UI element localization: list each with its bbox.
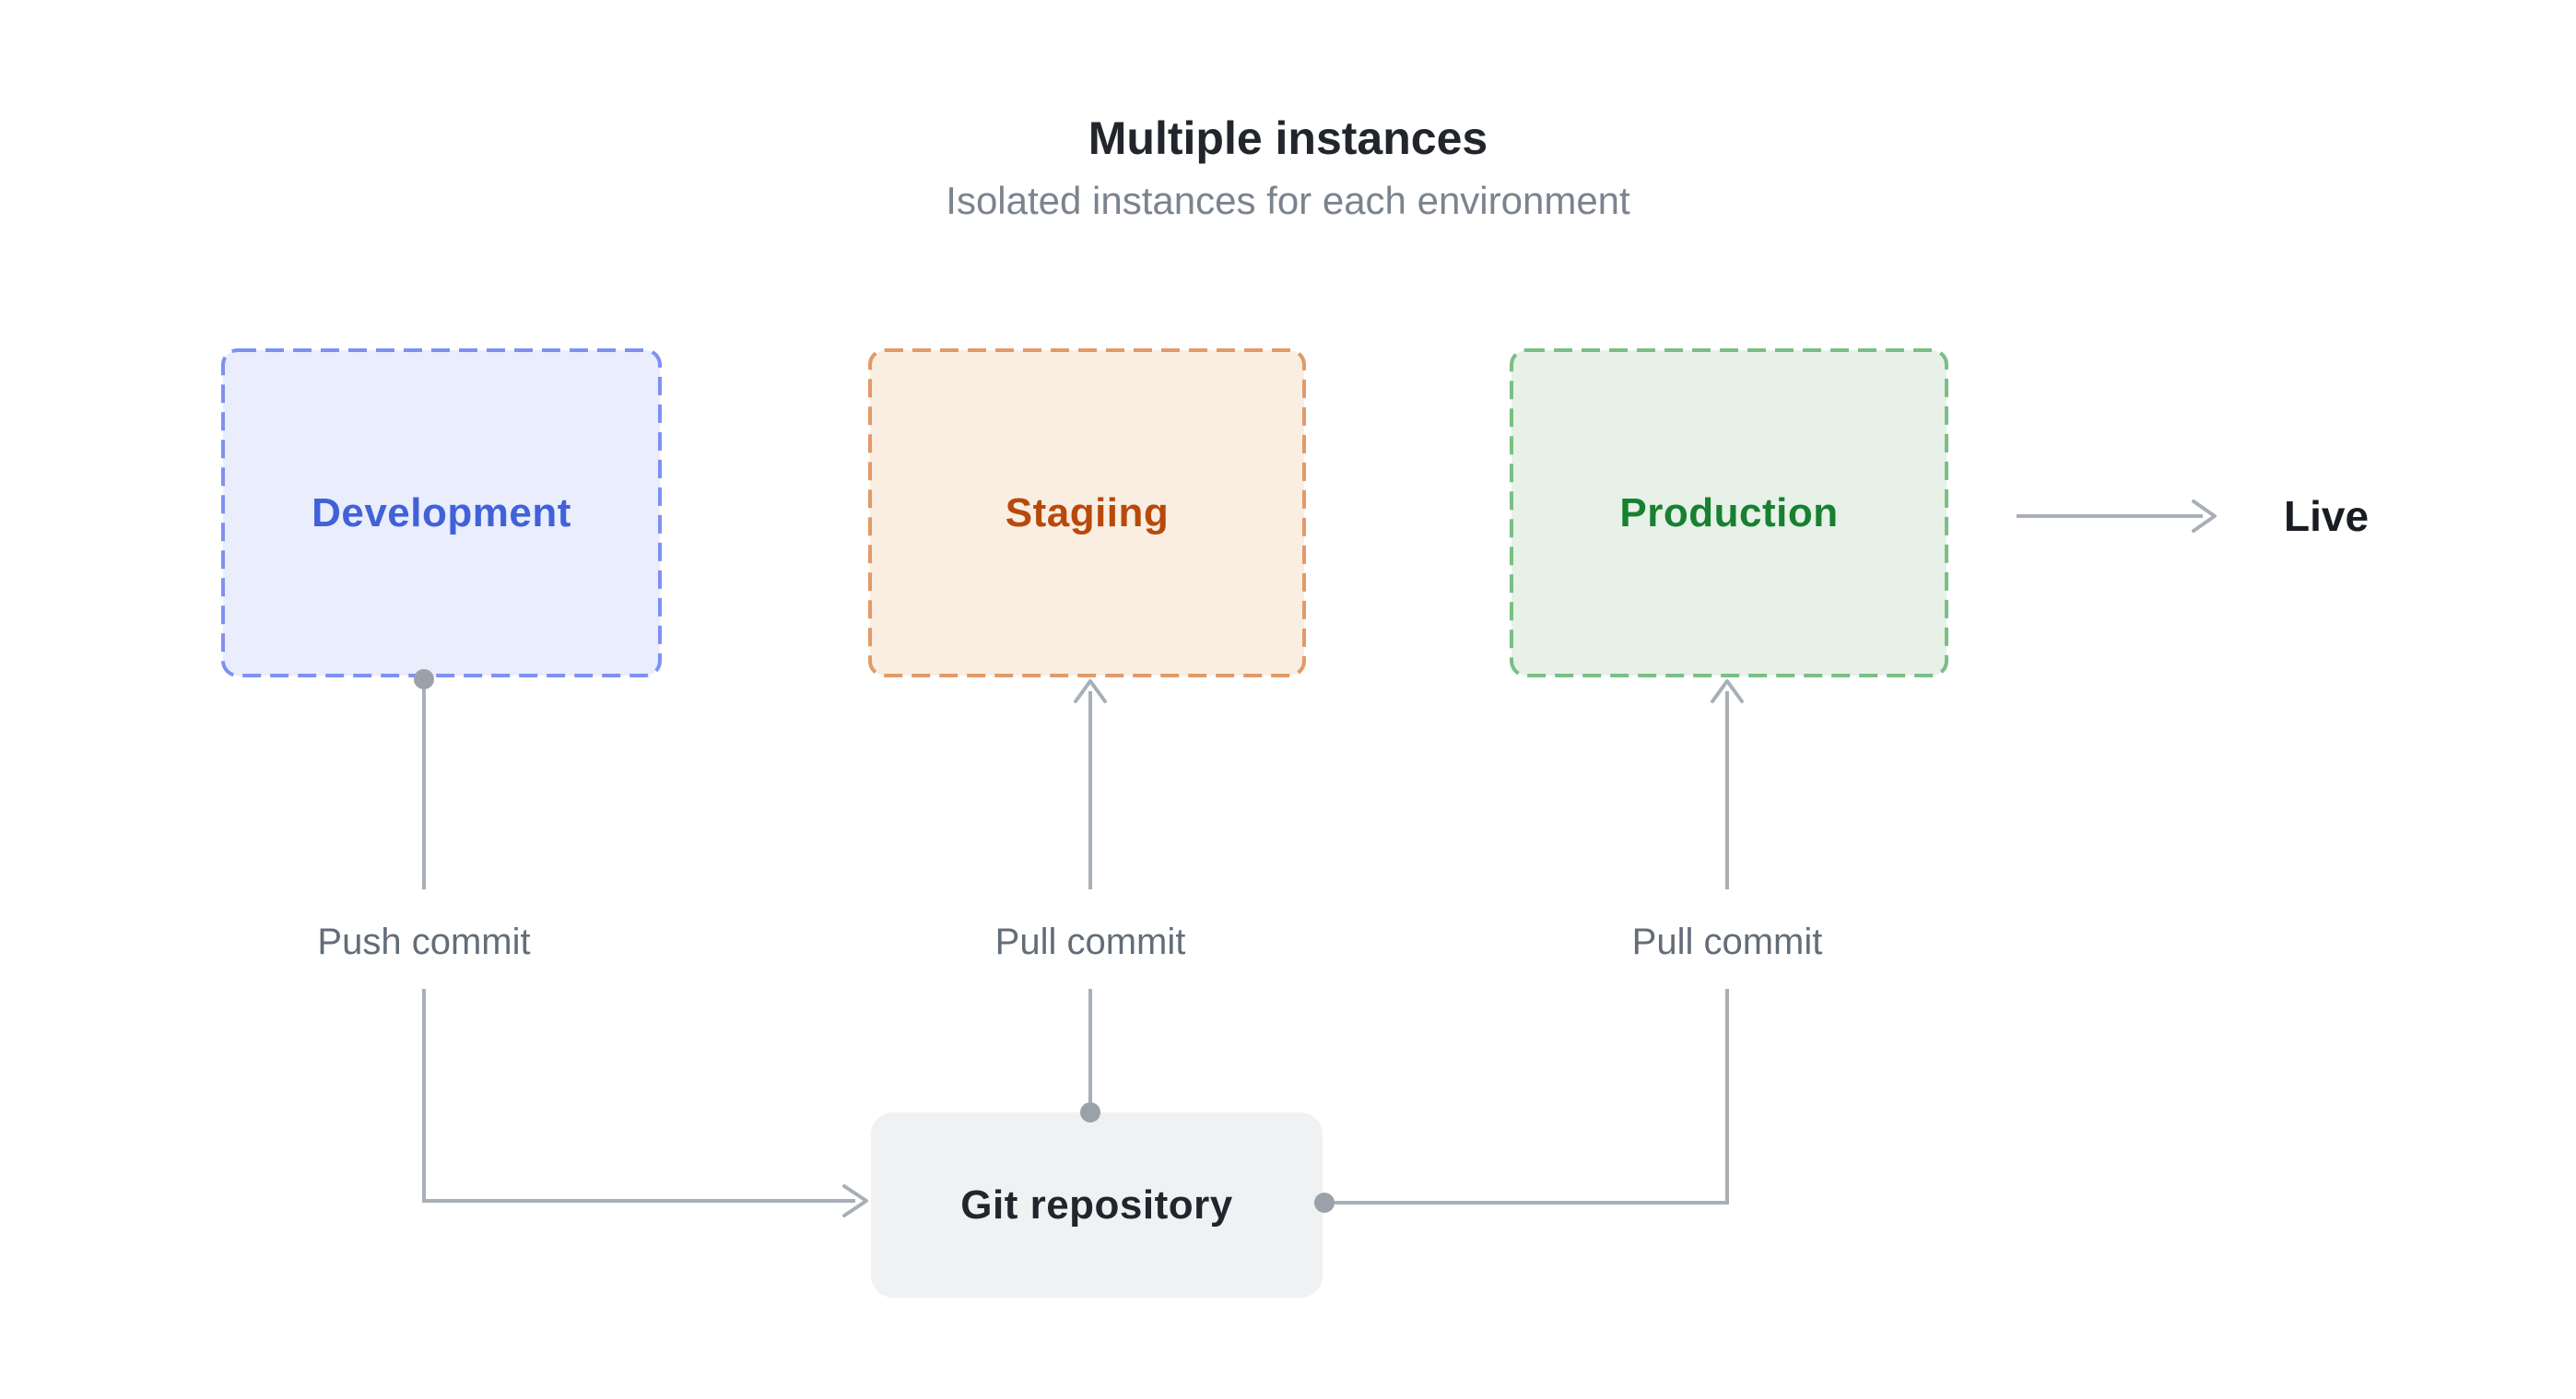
arrowhead-live-icon [2192, 500, 2217, 533]
staging-label: Stagiing [1005, 489, 1170, 535]
arrowhead-into-git-icon [842, 1184, 868, 1217]
page-title: Multiple instances [1088, 112, 1488, 164]
push-commit-label: Push commit [317, 922, 531, 962]
arrowhead-into-staging-icon [1074, 679, 1107, 703]
production-label: Production [1619, 489, 1839, 535]
page-subtitle: Isolated instances for each environment [946, 179, 1630, 222]
arrowhead-into-production-icon [1711, 679, 1744, 703]
pull-commit-staging-label: Pull commit [994, 922, 1186, 962]
development-label: Development [312, 489, 571, 535]
pull-commit-production-label: Pull commit [1631, 922, 1823, 962]
git-repository-label: Git repository [960, 1182, 1233, 1228]
live-label: Live [2284, 492, 2370, 540]
